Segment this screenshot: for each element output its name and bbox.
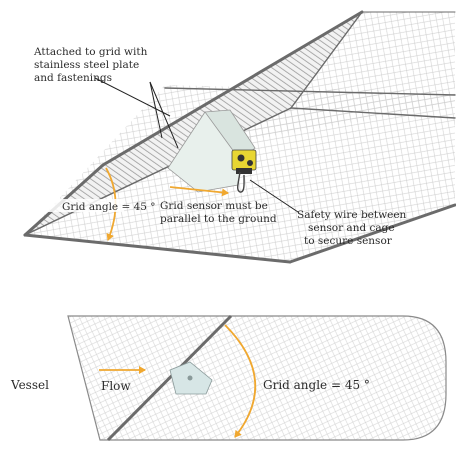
bottom-diagram: Vessel Flow Grid angle = 45 ° <box>10 314 447 442</box>
vessel-grid-line <box>106 314 233 442</box>
sensor-port <box>237 154 245 162</box>
sensor-base <box>236 168 252 174</box>
safety-wire <box>237 171 245 193</box>
sensor-body <box>204 109 256 161</box>
grid-sensor <box>167 109 257 193</box>
bottom-sensor-hole <box>187 375 193 381</box>
attach-label: Attached to grid with stainless steel pl… <box>33 46 151 84</box>
sensor-port <box>247 160 253 166</box>
flow-label: Flow <box>101 379 131 393</box>
vessel-outline <box>67 315 447 441</box>
safety-label: Safety wire between sensor and cage to s… <box>297 209 410 247</box>
parallel-label: Grid sensor must be parallel to the grou… <box>160 200 277 225</box>
parallel-arrow <box>169 186 229 197</box>
safety-leader <box>249 179 299 213</box>
vessel-label: Vessel <box>10 378 49 392</box>
grid-angle-label-bg <box>38 199 124 212</box>
top-diagram: Attached to grid with stainless steel pl… <box>23 10 456 264</box>
top-grid-angle-label: Grid angle = 45 ° <box>62 201 156 213</box>
bottom-grid-angle-label: Grid angle = 45 ° <box>263 378 370 392</box>
bottom-grid-angle-arc <box>224 324 257 438</box>
attach-leaders <box>94 77 179 149</box>
sensor-face <box>231 149 257 171</box>
